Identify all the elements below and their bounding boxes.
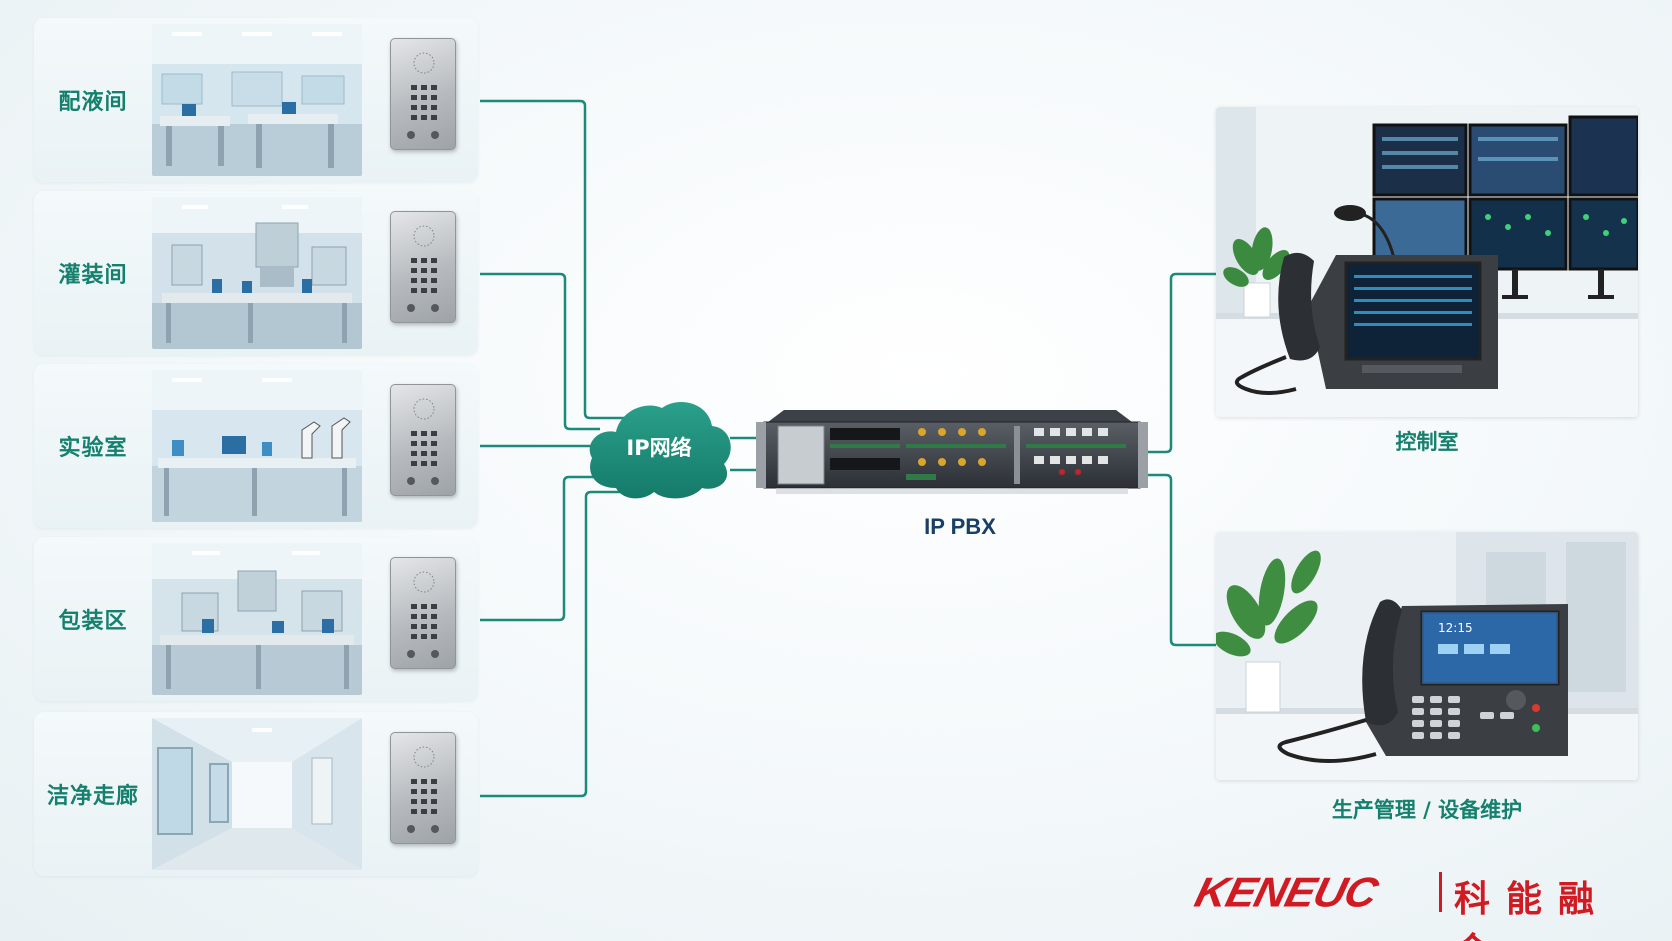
filling-room-photo xyxy=(152,197,362,349)
control-room-label: 控制室 xyxy=(1395,430,1459,454)
location-card-5: 洁净走廊 xyxy=(34,712,478,876)
location-card-4: 包装区 xyxy=(34,537,478,701)
brand-name-en: KENEUC xyxy=(1190,869,1382,916)
emergency-phone-icon xyxy=(390,38,456,150)
emergency-phone-icon xyxy=(390,732,456,844)
brand-divider xyxy=(1439,872,1442,912)
brand-name-cn: 科能融合 xyxy=(1454,879,1611,941)
laboratory-photo xyxy=(152,370,362,522)
pbx-server-icon xyxy=(756,410,1148,494)
location-label: 配液间 xyxy=(58,90,128,115)
packaging-area-photo xyxy=(152,543,362,695)
location-label: 灌装间 xyxy=(58,263,128,288)
link-location-5 xyxy=(480,490,630,798)
location-card-1: 配液间 xyxy=(34,18,478,182)
location-card-2: 灌装间 xyxy=(34,191,478,355)
emergency-phone-icon xyxy=(390,211,456,323)
location-label: 洁净走廊 xyxy=(46,784,139,809)
cloud-icon xyxy=(589,402,731,499)
location-label: 包装区 xyxy=(58,609,128,634)
link-location-2 xyxy=(480,272,600,431)
location-card-3: 实验室 xyxy=(34,364,478,528)
link-pbx-production xyxy=(1146,473,1216,647)
emergency-phone-icon xyxy=(390,384,456,496)
link-location-4 xyxy=(480,475,604,622)
production-label: 生产管理 / 设备维护 xyxy=(1331,798,1523,822)
brand-logo: KENEUC 科能融合 xyxy=(1190,868,1658,941)
link-location-1 xyxy=(480,99,626,420)
control-room-photo xyxy=(1216,107,1638,417)
pbx-label: IP PBX xyxy=(924,514,996,539)
clean-corridor-photo xyxy=(152,718,362,870)
production-office-photo: 12:15 xyxy=(1216,532,1638,780)
emergency-phone-icon xyxy=(390,557,456,669)
network-label: IP网络 xyxy=(626,436,692,460)
cleanroom-photo xyxy=(152,24,362,176)
phone-screen-time: 12:15 xyxy=(1438,621,1473,635)
location-label: 实验室 xyxy=(58,436,128,461)
link-pbx-control xyxy=(1146,272,1216,454)
